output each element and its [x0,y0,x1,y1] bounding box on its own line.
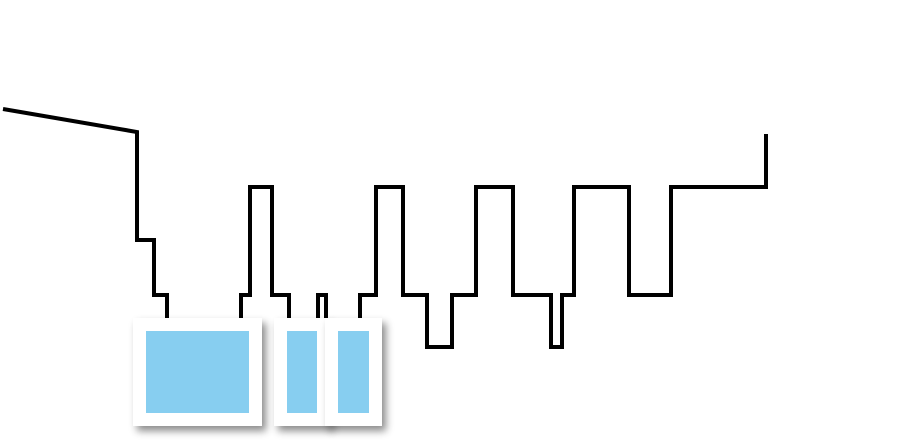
wide-panel-fill [146,331,249,413]
narrow-panel-left [274,318,330,426]
narrow-panel-right-fill [338,331,369,413]
stepped-outline-path [2,107,768,349]
narrow-panel-left-fill [287,331,317,413]
narrow-panel-right [325,318,382,426]
wide-panel [133,318,262,426]
